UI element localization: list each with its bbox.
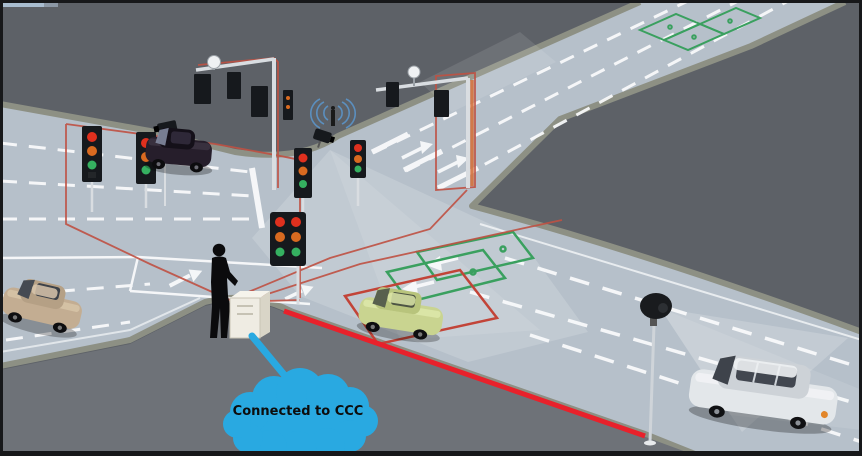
alert-line-red: [283, 308, 646, 439]
traffic-signal-dual: [270, 212, 306, 304]
vehicle-compact-car: [356, 287, 444, 343]
image-frame-bottom: [0, 451, 862, 456]
suv-taillight: [820, 411, 828, 419]
cctv-camera-center: [313, 128, 336, 148]
ccc-cloud-label: Connected to CCC: [233, 404, 364, 419]
dome-camera-icon: [207, 55, 221, 69]
vehicle-dark-sedan: [144, 127, 213, 176]
window-edge-artifact: [0, 0, 58, 7]
traffic-signal-right: [350, 140, 366, 206]
gantry-sign-panel: [251, 86, 268, 117]
roadside-radar-pole: [640, 293, 672, 446]
detection-zone-green-far: [637, 6, 763, 52]
wireless-waves-icon: [310, 98, 356, 129]
gantry-sign-panel: [434, 90, 449, 117]
gantry-sign-panel: [194, 74, 211, 104]
camera-light-cone-gantry: [420, 32, 556, 112]
traffic-signal-left-1: [82, 126, 102, 212]
dome-camera-icon: [407, 65, 421, 79]
controller-cabinet: [229, 291, 270, 339]
sidewalk: [0, 301, 697, 456]
gantry-sign-panel: [386, 82, 399, 107]
gantry-sign-panel: [227, 72, 241, 99]
vehicle-beige-sedan: [0, 279, 82, 338]
gantry-camera-right: [375, 65, 470, 188]
gantry-camera-left: [194, 55, 293, 190]
operator-person: [210, 243, 238, 338]
vehicle-silver-suv: [688, 354, 838, 434]
ccc-cloud: [223, 368, 378, 456]
lane-arrows: [168, 141, 469, 301]
window-edge-artifact-shade: [44, 0, 58, 7]
wireless-antenna: [310, 98, 356, 129]
